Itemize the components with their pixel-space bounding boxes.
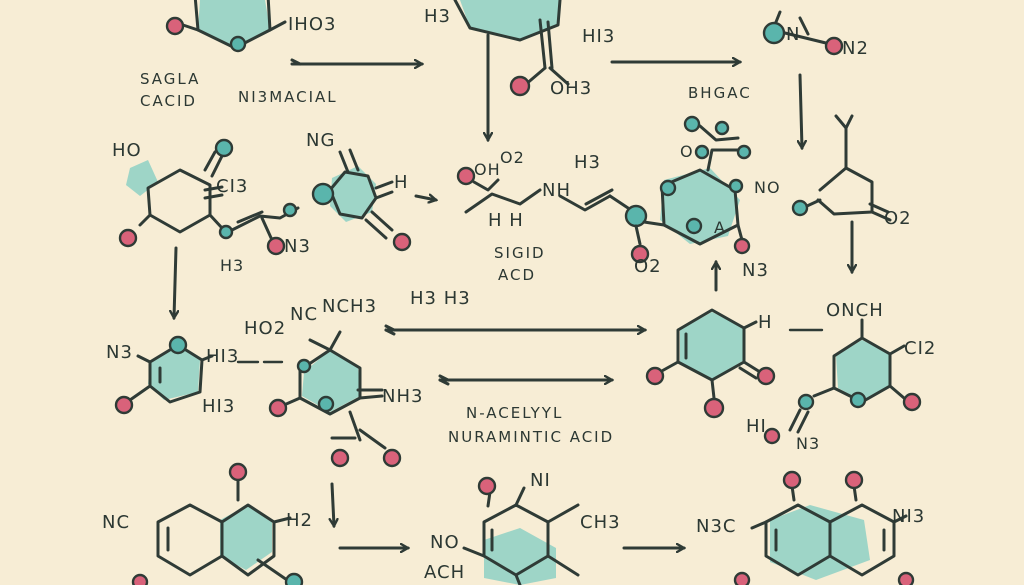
label-ho3: IHO3 bbox=[288, 14, 337, 35]
label-n3-left: N3 bbox=[284, 236, 311, 257]
label-o2-right: O2 bbox=[884, 208, 912, 229]
label-nch3-row3: NCH3 bbox=[322, 296, 378, 317]
label-ni3-bottom: NI3 bbox=[892, 506, 926, 527]
label-top-oh3: OH3 bbox=[550, 78, 593, 99]
label-top-n: N bbox=[786, 24, 801, 45]
label-n3c-bottom: N3C bbox=[696, 516, 737, 537]
molecule-row2-left bbox=[118, 138, 300, 256]
arrow-row2-1 bbox=[414, 196, 436, 200]
label-ho-left: HO bbox=[112, 140, 142, 161]
label-n3-ring: N3 bbox=[742, 260, 769, 281]
label-top-hi3: HI3 bbox=[582, 26, 616, 47]
label-ho2-row3: HO2 bbox=[244, 318, 287, 339]
label-a-ring: A bbox=[714, 218, 726, 237]
label-hh-mid: H H bbox=[488, 210, 524, 231]
molecule-top-left bbox=[165, 0, 287, 53]
label-h3h3-row3: H3 H3 bbox=[410, 288, 471, 309]
molecule-top-right bbox=[762, 10, 844, 56]
label-onch: ONCH bbox=[826, 300, 884, 321]
label-n-acetyl-line2: NURAMINTIC ACID bbox=[448, 428, 615, 446]
label-oh-mid: OH bbox=[474, 160, 501, 179]
label-hi3-row3a: HI3 bbox=[206, 346, 240, 367]
label-nh3-row3: NH3 bbox=[382, 386, 424, 407]
label-h3-left: H3 bbox=[220, 256, 245, 275]
label-nc-row3: NC bbox=[290, 304, 319, 325]
label-h3-mid: H3 bbox=[574, 152, 601, 173]
label-n-acetyl-line1: N-ACELYYL bbox=[466, 404, 564, 422]
label-cl2: CI2 bbox=[904, 338, 937, 359]
label-h2-bottom: H2 bbox=[286, 510, 313, 531]
molecule-bottom-right bbox=[733, 470, 915, 585]
label-ch3-bottom: CH3 bbox=[580, 512, 621, 533]
label-cacid: CACID bbox=[140, 92, 197, 110]
molecule-row2-right bbox=[791, 114, 892, 222]
label-o-ring: O bbox=[680, 142, 694, 161]
label-no-bottom: NO bbox=[430, 532, 460, 553]
arrow-down-row2-left bbox=[174, 246, 176, 318]
molecule-row3-mid bbox=[268, 330, 402, 468]
label-nc-bottom: NC bbox=[102, 512, 131, 533]
label-h-row3r: H bbox=[758, 312, 773, 333]
label-hi3-row3b: HI3 bbox=[202, 396, 236, 417]
label-no-ring: NO bbox=[754, 178, 781, 197]
label-nh-mid: NH bbox=[542, 180, 571, 201]
arrow-down-top-right bbox=[800, 73, 802, 148]
label-sacla: SAGLA bbox=[140, 70, 201, 88]
label-top-n2: N2 bbox=[842, 38, 869, 59]
label-n3-row3r: N3 bbox=[796, 434, 821, 453]
label-h-mid: H bbox=[394, 172, 409, 193]
molecule-top-center bbox=[453, 0, 570, 97]
label-ng-mid: NG bbox=[306, 130, 336, 151]
label-acd: ACD bbox=[498, 266, 537, 284]
label-sigid: SIGID bbox=[494, 244, 546, 262]
label-hi: HI bbox=[746, 416, 767, 437]
molecule-row2-center-ring bbox=[624, 115, 752, 264]
label-ni-bottom: NI bbox=[530, 470, 551, 491]
label-o2-mid: O2 bbox=[500, 148, 525, 167]
molecule-bottom-left bbox=[131, 462, 304, 585]
molecule-row3-left bbox=[114, 335, 214, 415]
molecule-row3-right bbox=[763, 318, 922, 445]
molecule-bottom-center bbox=[462, 476, 580, 585]
label-ch3-left: CI3 bbox=[216, 176, 249, 197]
label-n3-row3: N3 bbox=[106, 342, 133, 363]
label-nmacial: NI3MACIAL bbox=[238, 88, 338, 106]
molecule-row3-right-center bbox=[645, 308, 776, 419]
molecule-row2-center-chain bbox=[456, 166, 630, 214]
molecule-row2-mid-left bbox=[311, 148, 412, 252]
label-ach-bottom: ACH bbox=[424, 562, 466, 583]
label-o2-ring: O2 bbox=[634, 256, 662, 277]
label-bhgac: BHGAC bbox=[688, 84, 752, 102]
label-top-h3: H3 bbox=[424, 6, 451, 27]
arrow-down-row4-left bbox=[332, 482, 334, 526]
